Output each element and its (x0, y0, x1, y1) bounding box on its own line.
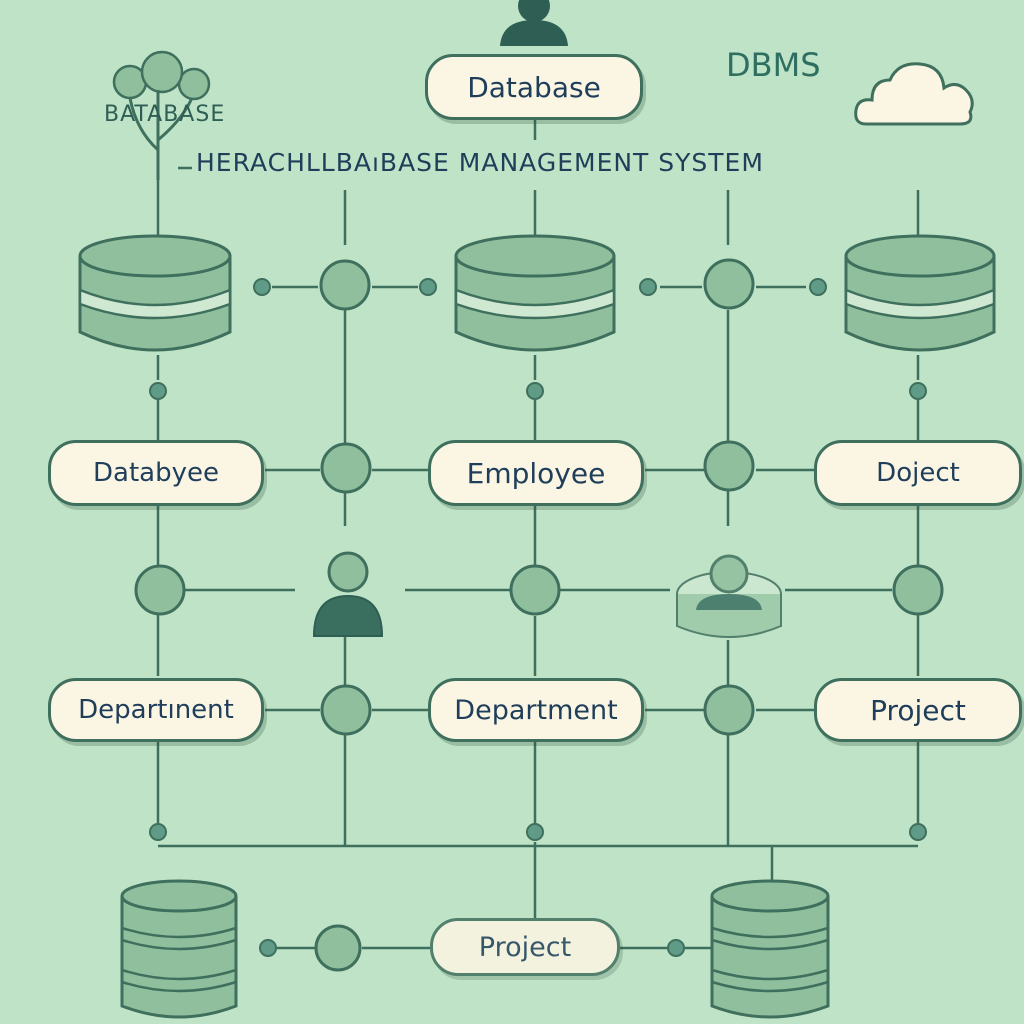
node-employee[interactable]: Employee (428, 440, 644, 506)
small-database-label: BATABASE (104, 102, 226, 127)
tree-icon (112, 50, 211, 180)
connector-node-icon (703, 440, 755, 492)
node-database-top[interactable]: Database (425, 54, 643, 120)
connector-node-icon (667, 939, 685, 957)
person-icon (500, 0, 568, 46)
connector-node-icon (639, 278, 657, 296)
connector-node-icon (253, 278, 271, 296)
connector-node-icon (909, 823, 927, 841)
dbms-label: DBMS (726, 46, 821, 84)
connector-node-icon (526, 823, 544, 841)
connector-node-icon (149, 823, 167, 841)
cloud-icon (854, 62, 974, 126)
node-project-bottom[interactable]: Project (430, 918, 620, 976)
database-cylinder-icon (120, 879, 238, 1019)
connector-node-icon (314, 924, 362, 972)
connector-node-icon (319, 259, 371, 311)
database-cylinder-icon (844, 234, 996, 352)
connector-node-icon (320, 684, 372, 736)
connector-node-icon (909, 382, 927, 400)
database-cylinder-icon (710, 879, 830, 1019)
connector-node-icon (134, 564, 186, 616)
node-department-left[interactable]: Departınent (48, 678, 264, 742)
database-cylinder-icon (78, 234, 232, 352)
connector-node-icon (419, 278, 437, 296)
connector-node-icon (809, 278, 827, 296)
connector-node-icon (892, 564, 944, 616)
connector-node-icon (703, 258, 755, 310)
connector-node-icon (526, 382, 544, 400)
connector-node-icon (509, 564, 561, 616)
connector-node-icon (259, 939, 277, 957)
person-icon (676, 554, 782, 638)
node-department-center[interactable]: Department (428, 678, 644, 742)
database-cylinder-icon (454, 234, 616, 352)
node-databyee[interactable]: Databyee (48, 440, 264, 506)
person-icon (312, 551, 384, 637)
connector-node-icon (149, 382, 167, 400)
node-doject[interactable]: Doject (814, 440, 1022, 506)
page-title: HERACHLLBAıBASE MANAGEMENT SYSTEM (196, 148, 764, 177)
node-project-right[interactable]: Project (814, 678, 1022, 742)
connector-node-icon (703, 684, 755, 736)
connector-node-icon (320, 442, 372, 494)
